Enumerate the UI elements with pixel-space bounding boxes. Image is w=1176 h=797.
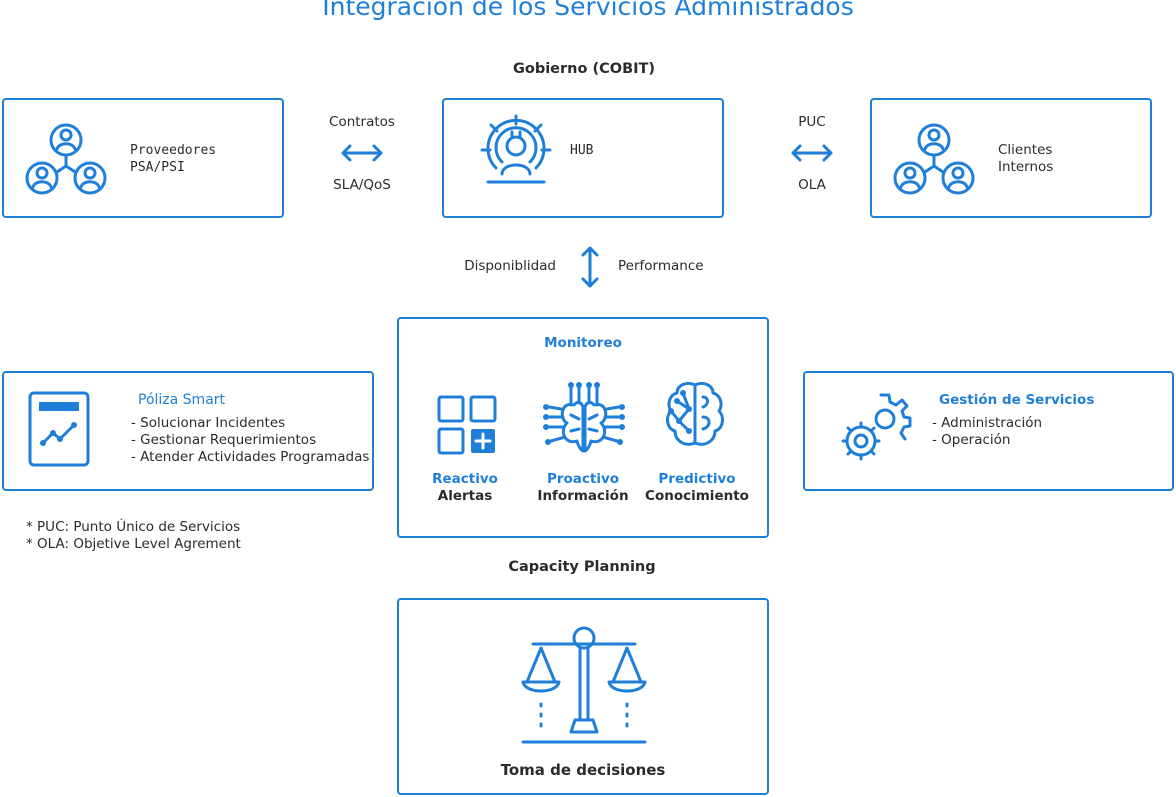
poliza-box: Póliza Smart - Solucionar Incidentes - G… bbox=[2, 371, 374, 491]
double-arrow-vertical-icon bbox=[581, 246, 599, 288]
capacity-heading: Capacity Planning bbox=[508, 559, 656, 575]
providers-line1: Proveedores bbox=[130, 143, 217, 158]
capacity-box: Toma de decisiones bbox=[397, 598, 769, 795]
predictive-subtitle: Conocimiento bbox=[645, 488, 749, 504]
availability-label: Disponiblidad bbox=[464, 258, 556, 274]
double-arrow-horizontal-icon bbox=[341, 144, 383, 162]
poliza-item: - Gestionar Requerimientos bbox=[131, 432, 317, 448]
reactive-subtitle: Alertas bbox=[437, 488, 493, 504]
chart-document-icon bbox=[28, 391, 90, 467]
gear-person-icon bbox=[480, 114, 552, 184]
services-item: - Operación bbox=[932, 432, 1011, 448]
people-network-icon bbox=[25, 123, 107, 195]
poliza-item: - Atender Actividades Programadas bbox=[131, 449, 370, 465]
contracts-label: Contratos bbox=[329, 114, 395, 130]
clients-line1: Clientes bbox=[998, 142, 1053, 158]
clients-line2: Internos bbox=[998, 159, 1054, 175]
page-title: Integración de los Servicios Administrad… bbox=[322, 0, 854, 21]
monitoring-box: Monitoreo Reactivo Alertas Proactivo Inf… bbox=[397, 317, 769, 538]
hub-box: HUB bbox=[442, 98, 724, 218]
grid-plus-icon bbox=[437, 395, 497, 455]
circuit-brain-icon bbox=[543, 382, 625, 453]
poliza-title: Póliza Smart bbox=[138, 392, 226, 408]
puc-label: PUC bbox=[798, 114, 826, 130]
footnote: * OLA: Objetive Level Agrement bbox=[26, 536, 241, 552]
predictive-title: Predictivo bbox=[658, 471, 736, 487]
network-brain-icon bbox=[666, 381, 724, 446]
hub-label: HUB bbox=[570, 143, 594, 158]
sla-qos-label: SLA/QoS bbox=[333, 177, 391, 193]
providers-line2: PSA/PSI bbox=[130, 160, 185, 175]
footnote: * PUC: Punto Único de Servicios bbox=[26, 519, 241, 535]
capacity-caption: Toma de decisiones bbox=[500, 761, 666, 779]
services-box: Gestión de Servicios - Administración - … bbox=[803, 371, 1174, 491]
services-item: - Administración bbox=[932, 415, 1043, 431]
governance-label: Gobierno (COBIT) bbox=[512, 61, 656, 77]
double-arrow-horizontal-icon bbox=[791, 144, 833, 162]
proactive-title: Proactivo bbox=[546, 471, 620, 487]
people-network-icon bbox=[893, 123, 975, 195]
poliza-item: - Solucionar Incidentes bbox=[131, 415, 286, 431]
monitoring-title: Monitoreo bbox=[544, 335, 622, 351]
ola-label: OLA bbox=[798, 177, 826, 193]
performance-label: Performance bbox=[618, 258, 704, 274]
reactive-title: Reactivo bbox=[432, 471, 498, 487]
gears-icon bbox=[841, 393, 912, 461]
providers-box: Proveedores PSA/PSI bbox=[2, 98, 284, 218]
balance-scale-icon bbox=[521, 626, 647, 744]
services-title: Gestión de Servicios bbox=[939, 392, 1095, 408]
clients-box: Clientes Internos bbox=[870, 98, 1152, 218]
proactive-subtitle: Información bbox=[537, 488, 629, 504]
